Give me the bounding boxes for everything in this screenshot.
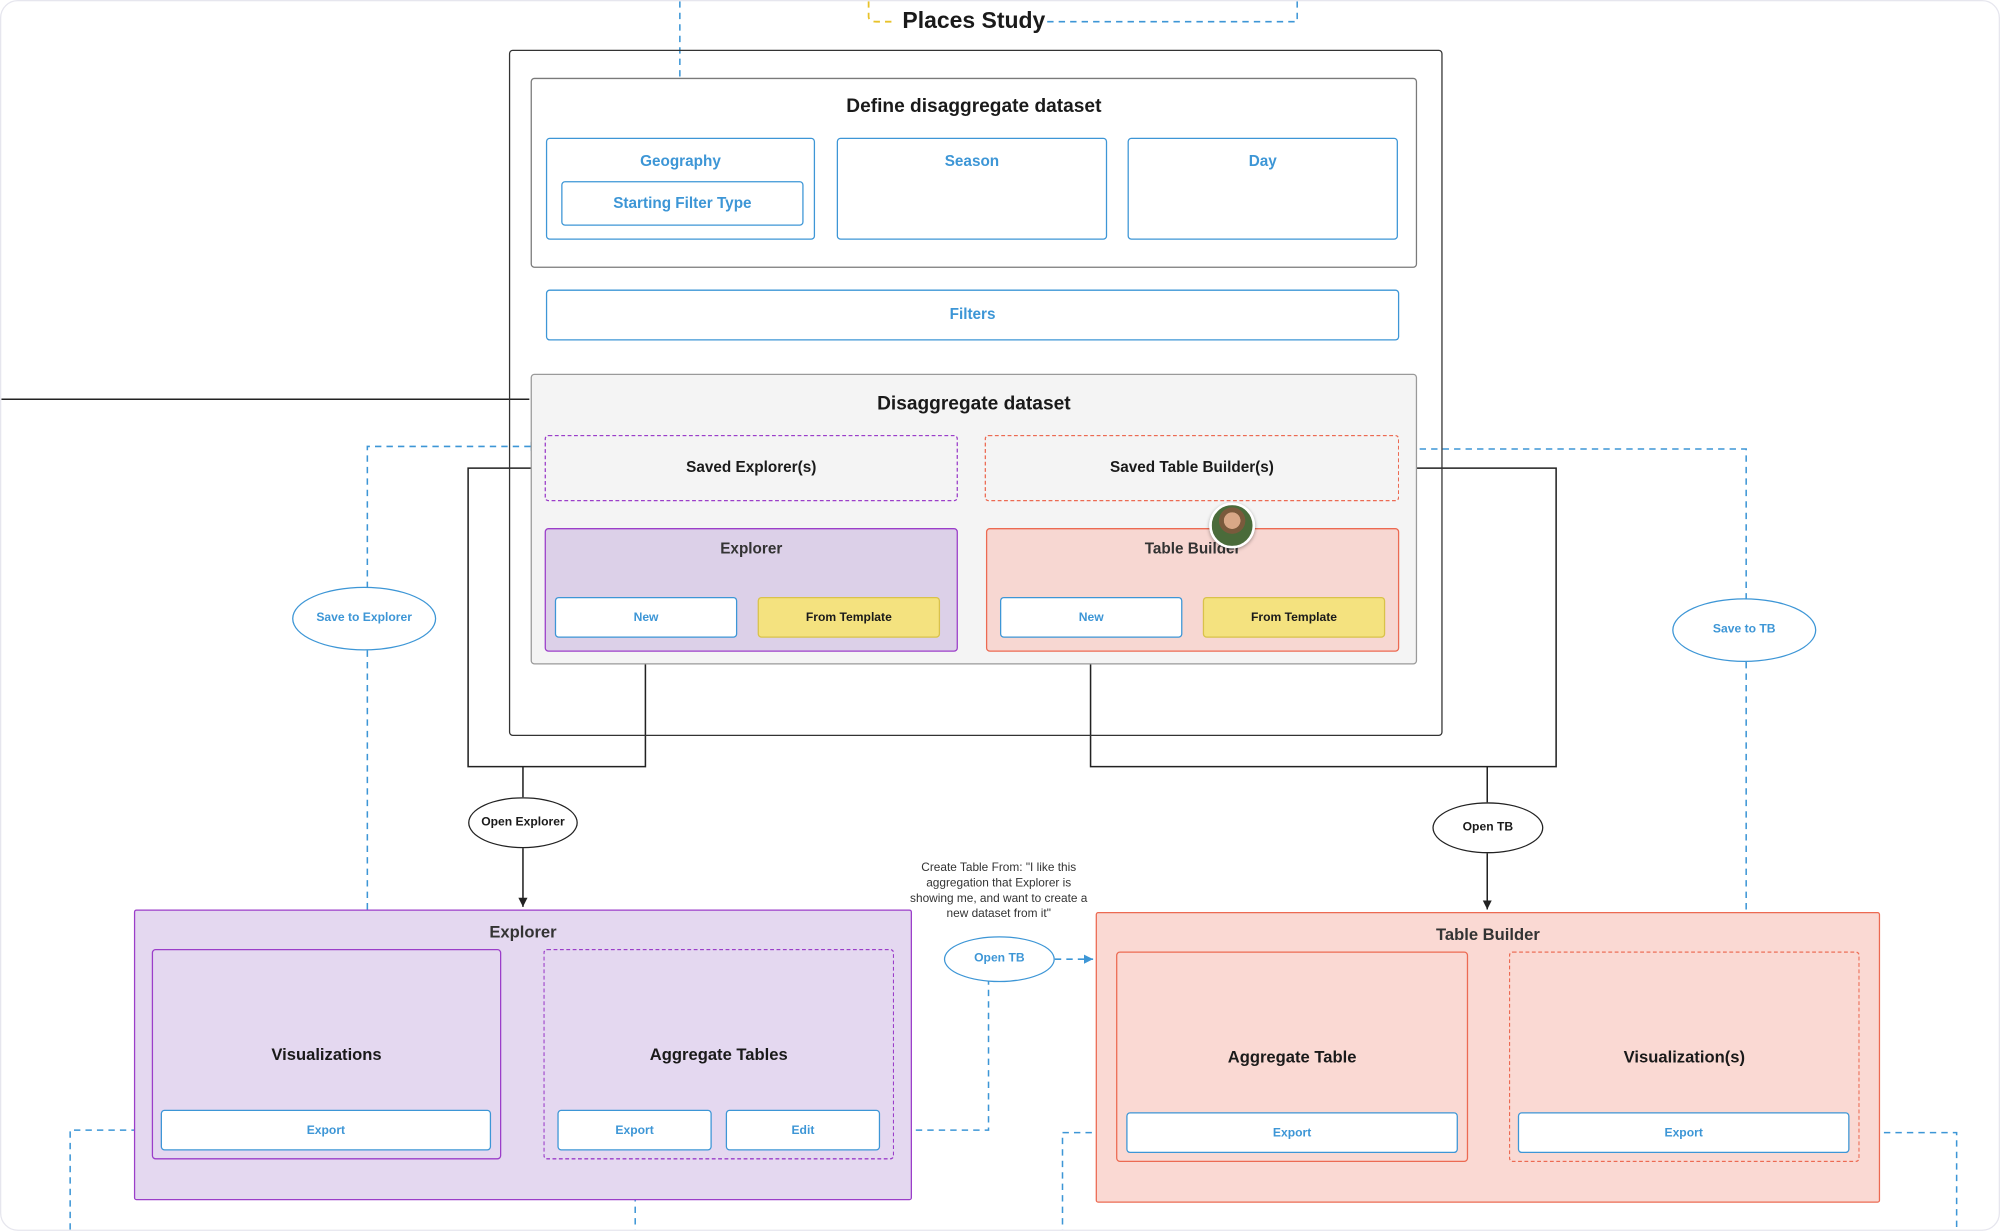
saved-table-builders-box[interactable]: Saved Table Builder(s) — [984, 434, 1400, 502]
aggregate-tables-export-button[interactable]: Export — [557, 1109, 712, 1151]
open-tb-connector[interactable]: Open TB — [1432, 802, 1544, 854]
page-title: Places Study — [902, 7, 1046, 34]
filters-box[interactable]: Filters — [545, 289, 1400, 341]
user-avatar[interactable] — [1209, 502, 1256, 549]
table-builder-new-button[interactable]: New — [999, 596, 1183, 638]
tb-visualizations-export-button[interactable]: Export — [1517, 1112, 1850, 1154]
define-dataset-box: Define disaggregate dataset — [530, 77, 1418, 268]
aggregate-table-export-button[interactable]: Export — [1126, 1112, 1458, 1154]
starting-filter-type-button[interactable]: Starting Filter Type — [561, 181, 804, 226]
explorer-visualizations-export-button[interactable]: Export — [160, 1109, 492, 1151]
save-to-explorer-connector[interactable]: Save to Explorer — [292, 586, 437, 651]
places-study-container — [508, 49, 1443, 736]
open-tb-secondary-connector[interactable]: Open TB — [943, 936, 1055, 983]
save-to-tb-connector[interactable]: Save to TB — [1672, 598, 1817, 662]
explorer-from-template-button[interactable]: From Template — [757, 596, 941, 638]
geography-box[interactable]: Geography — [545, 137, 816, 240]
table-builder-from-template-button[interactable]: From Template — [1202, 596, 1386, 638]
day-box[interactable]: Day — [1127, 137, 1398, 240]
open-explorer-connector[interactable]: Open Explorer — [468, 797, 578, 849]
aggregate-tables-edit-button[interactable]: Edit — [725, 1109, 881, 1151]
create-table-note: Create Table From: "I like this aggregat… — [910, 860, 1088, 920]
season-box[interactable]: Season — [836, 137, 1108, 240]
explorer-new-button[interactable]: New — [554, 596, 738, 638]
saved-explorers-box[interactable]: Saved Explorer(s) — [544, 434, 958, 502]
